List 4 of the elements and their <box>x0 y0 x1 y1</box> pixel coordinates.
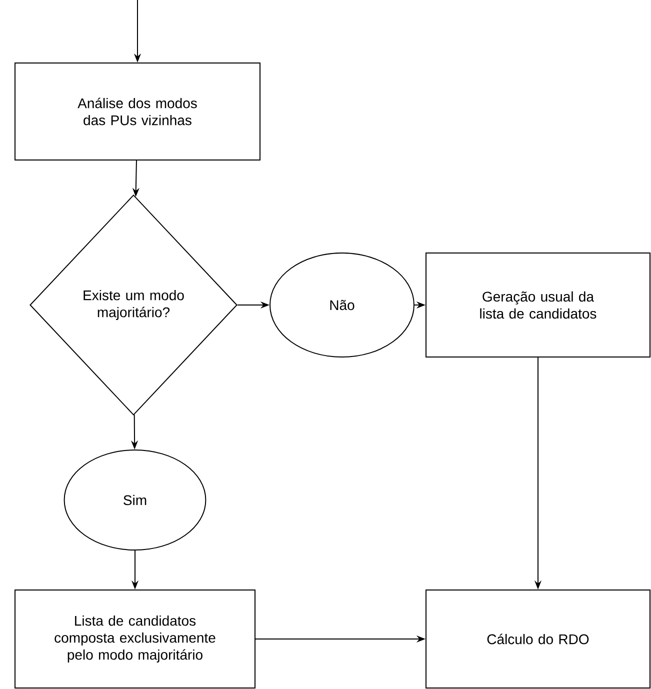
process-box: Lista de candidatos composta exclusivamente pelo modo majoritário <box>14 590 256 688</box>
process-box: Análise dos modos das PUs vizinhas <box>14 62 260 160</box>
process-box: Cálculo do RDO <box>426 590 650 688</box>
process-box: Geração usual da lista de candidatos <box>426 252 650 358</box>
